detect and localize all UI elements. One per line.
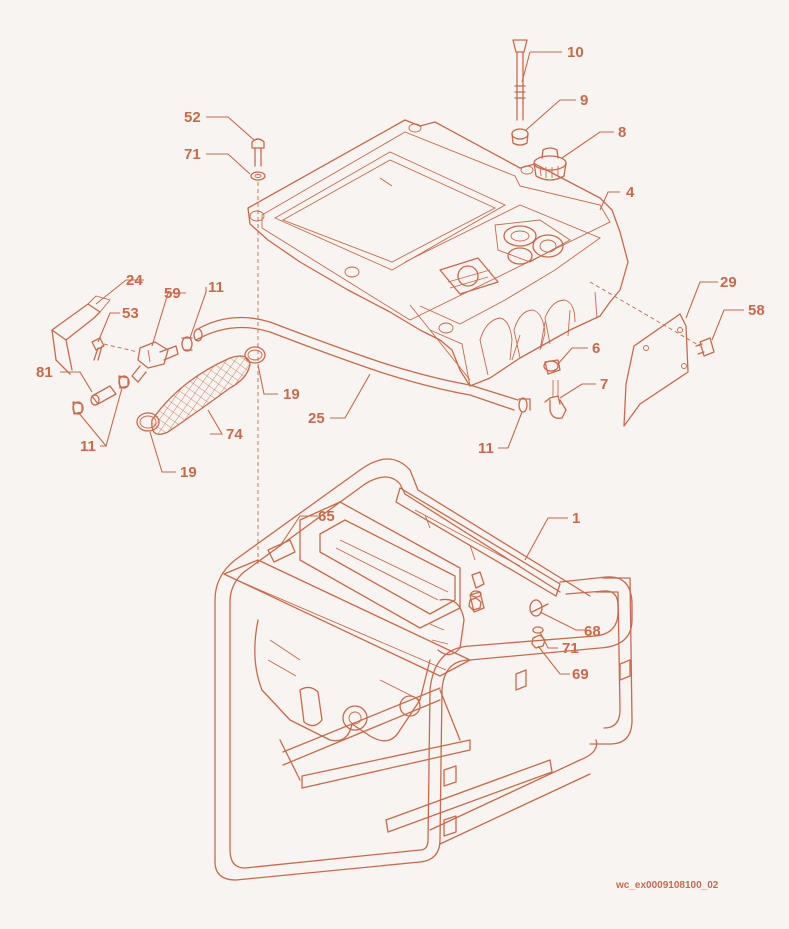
generator-frame xyxy=(214,458,633,881)
label-81: 81 xyxy=(36,364,53,381)
label-19-lower: 19 xyxy=(180,464,197,481)
label-53: 53 xyxy=(122,305,139,322)
label-1: 1 xyxy=(572,510,580,527)
label-24: 24 xyxy=(126,272,143,289)
washer-71-top xyxy=(250,171,266,181)
filter-sleeve xyxy=(151,355,251,435)
grommet xyxy=(511,128,529,146)
label-19-upper: 19 xyxy=(283,386,300,403)
hose-clamp-right xyxy=(518,397,531,413)
label-6: 6 xyxy=(592,340,600,357)
screw-58 xyxy=(695,337,715,357)
label-8: 8 xyxy=(618,124,626,141)
figure-id: wc_ex0009108100_02 xyxy=(615,880,719,891)
cover-plate xyxy=(623,313,689,427)
label-71-top: 71 xyxy=(184,146,201,163)
o-ring-upper xyxy=(244,346,266,364)
label-29: 29 xyxy=(720,274,737,291)
frame-hardware xyxy=(468,571,549,649)
leader-lines xyxy=(60,51,744,675)
dipstick xyxy=(512,39,528,121)
label-68: 68 xyxy=(584,623,601,640)
fuel-tank xyxy=(247,119,629,387)
label-69: 69 xyxy=(572,666,589,683)
label-10: 10 xyxy=(567,44,584,61)
label-52: 52 xyxy=(184,109,201,126)
label-9: 9 xyxy=(580,92,588,109)
nut-6 xyxy=(543,359,561,375)
label-58: 58 xyxy=(748,302,765,319)
fitting-81 xyxy=(90,385,117,406)
hose-clamp-lower-2 xyxy=(118,375,130,389)
hose-clamp-lower-1 xyxy=(72,401,84,415)
engine xyxy=(254,501,485,742)
fuel-hose xyxy=(193,316,519,411)
label-11-lower: 11 xyxy=(80,438,96,455)
label-25: 25 xyxy=(308,410,325,427)
label-65: 65 xyxy=(318,508,335,525)
hose-clamp-upper xyxy=(181,336,193,352)
part-labels: 10 9 8 4 52 71 24 53 59 11 81 11 19 19 7… xyxy=(36,44,765,683)
fuel-valve xyxy=(131,341,179,383)
brand-badge xyxy=(439,257,499,295)
screw-53 xyxy=(91,337,105,361)
elbow-fitting xyxy=(544,380,567,419)
label-4: 4 xyxy=(626,184,635,201)
bolt-52 xyxy=(251,138,265,167)
label-7: 7 xyxy=(600,376,608,393)
o-ring-lower xyxy=(136,412,160,432)
label-11-upper: 11 xyxy=(208,279,224,296)
label-59: 59 xyxy=(164,285,181,302)
label-11-right: 11 xyxy=(478,440,494,457)
label-71-lower: 71 xyxy=(562,640,579,657)
label-74: 74 xyxy=(226,426,243,443)
fuel-cap xyxy=(533,147,567,181)
